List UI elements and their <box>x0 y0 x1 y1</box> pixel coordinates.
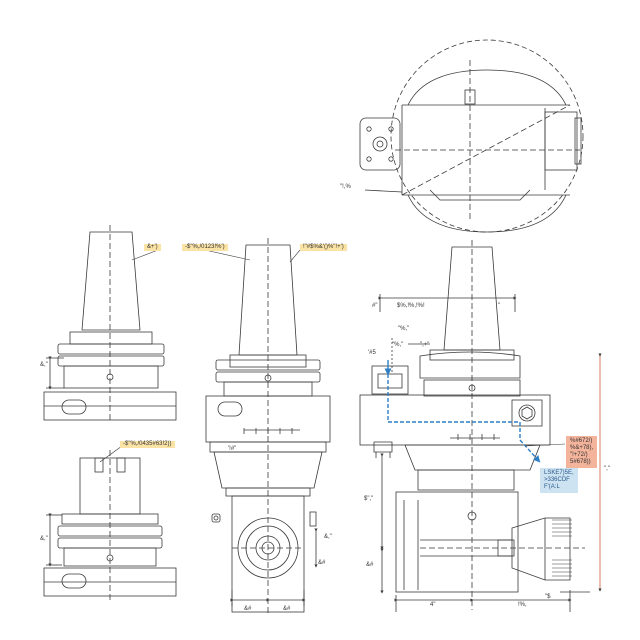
dim-pct: "%," <box>398 326 409 332</box>
dim-right-a: "," <box>604 466 610 472</box>
dim-left-side: &," <box>40 362 48 368</box>
callout-tag-c: !"#$%&'()%"!+') <box>300 244 347 251</box>
dim-pct-b: "%," <box>392 342 403 348</box>
coolant-channel <box>384 360 541 463</box>
dim-quote: " <box>498 303 500 309</box>
detail-boundary-circle <box>390 39 584 233</box>
left-holder-side-view <box>43 225 177 421</box>
callout-tag-red: %#672/) %&+78), "!+72/) 5#678)) <box>566 436 598 468</box>
left-holder-short-view <box>43 450 177 600</box>
dim-vert-a: &," <box>324 534 332 540</box>
dimension-labels: "!,% $%,!%,!%! #" " "%," ",+" '#5 "%," &… <box>40 184 610 612</box>
callout-tag-a: &+') <box>144 244 161 251</box>
callout-tag-blue: LSKE7)5E, >336CDF F'(A:L <box>540 468 578 493</box>
dim-left-side-b: &," <box>40 536 48 542</box>
dim-vert-b: &# <box>318 560 326 566</box>
center-angle-head-view <box>205 238 331 615</box>
callout-tag-mid: -$"%,/0435#63!2)) <box>120 441 175 448</box>
dim-hash-a: #" <box>372 303 377 309</box>
dim-hash5: '#5 <box>368 350 376 356</box>
dim-width-top: $%,!%,!%! <box>397 303 425 309</box>
dim-bottom-d: !%, <box>518 602 527 608</box>
dim-vert-right: &# <box>366 562 374 568</box>
dim-bottom-e: "$ <box>545 594 551 600</box>
dim-plus: ",+" <box>420 342 429 348</box>
leader-lines <box>99 249 566 463</box>
detail-view <box>359 39 584 233</box>
dim-bottom-c: 4" <box>430 602 435 608</box>
dim-bottom-b: &# <box>283 606 291 612</box>
detail-callout-label: "!,% <box>340 184 351 190</box>
right-section-view <box>359 240 602 612</box>
callout-tag-b: -$"%,/0123!%') <box>182 244 228 251</box>
grub-screw <box>106 373 114 381</box>
dim-bottom-a: &# <box>244 606 252 612</box>
dim-dollar: $"," <box>364 496 373 502</box>
dim-hash-mid: '!#" <box>228 446 236 452</box>
taper-shank <box>81 231 141 331</box>
